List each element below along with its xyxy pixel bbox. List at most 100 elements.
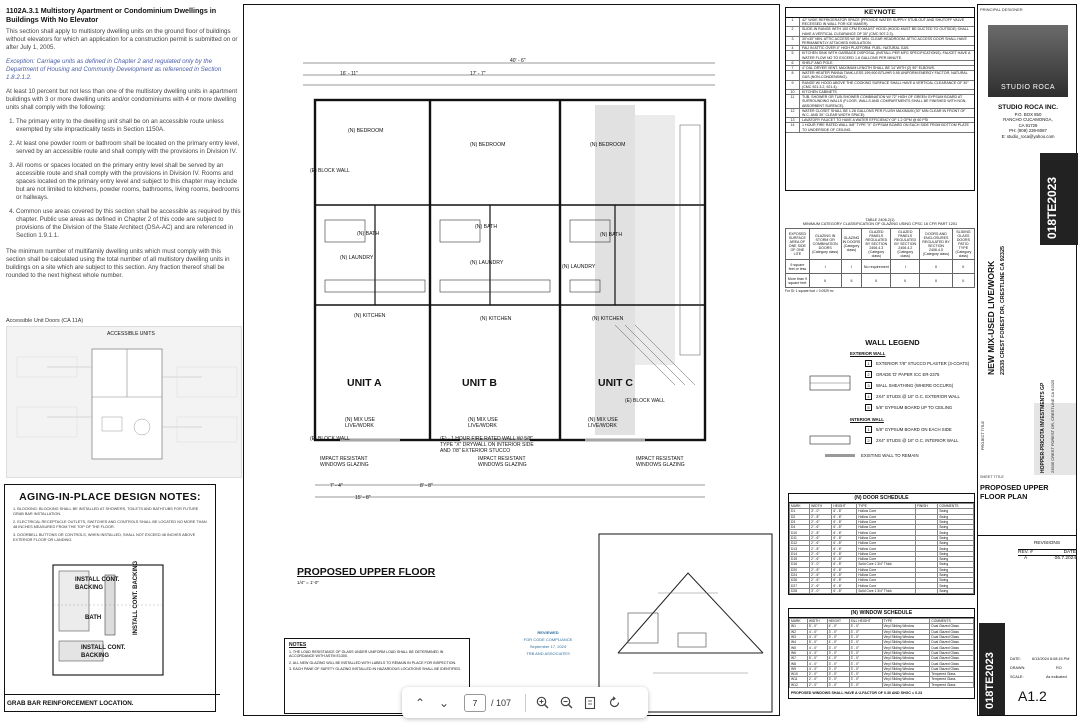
keynote-number: 2: [786, 27, 800, 36]
code-paragraph-3: The minimum number of multifamily dwelli…: [6, 248, 230, 279]
previous-page-button[interactable]: ⌃: [408, 691, 432, 715]
rotate-button[interactable]: [602, 691, 626, 715]
block-wall-label: (E) BLOCK WALL: [310, 436, 350, 442]
wall-legend-number: 4: [865, 393, 872, 400]
table-cell: I: [890, 259, 921, 274]
company-address-line: P.O. BOX 850: [1014, 111, 1042, 117]
table-cell: II: [840, 273, 863, 288]
keynote-description: WATER HEATER PANNA TANK-LESS 199,900 BTU…: [802, 71, 968, 80]
room-label-bedroom: (N) BEDROOM: [470, 142, 506, 148]
window-footnote: PROPOSED WINDOWS SHALL HAVE A U-FACTOR O…: [791, 690, 923, 695]
zoom-out-button[interactable]: [554, 691, 578, 715]
company-address-line: E: studio_roca@yahoo.com: [1001, 133, 1055, 139]
page-number-input[interactable]: [464, 693, 486, 712]
wall-legend-title: WALL LEGEND: [865, 338, 920, 347]
table-header-cell: SLIDING GLASS DOORS PATIO TYPE (Category…: [951, 228, 976, 260]
project-code-vertical: 018TE2023: [1045, 176, 1059, 239]
wall-legend-number: 3: [865, 382, 872, 389]
wall-legend-text: 2X4" STUDS @ 16" O.C. EXTERIOR WALL: [876, 394, 960, 399]
schedule-cell: 3' - 0": [848, 681, 883, 688]
fit-page-button[interactable]: [578, 691, 602, 715]
backing-label: INSTALL CONT. BACKING: [81, 645, 126, 659]
stamp-line: TRB AND ASSOCIATES: [526, 651, 570, 656]
schedule-cell: D28: [788, 587, 811, 595]
impact-glazing-label: IMPACT RESISTANT WINDOWS GLAZING: [478, 456, 527, 468]
aging-note: 1. BLOCKING: BLOCKING SHALL BE INSTALLED…: [13, 507, 199, 516]
zoom-in-button[interactable]: [530, 691, 554, 715]
company-address-line: CA 91729: [1018, 122, 1038, 128]
code-list-item: Common use areas covered by this section…: [16, 208, 242, 240]
revisions: REVISIONS REV. # DATE A 06.7.2024: [1018, 541, 1076, 561]
keynote-description: FAU IN ATTIC OVER 4" HIGH PLATFORM. FUEL…: [802, 46, 910, 51]
unit-label-c: UNIT C: [598, 377, 633, 389]
owner-name: HOPPER-PRICOTA INVESTMENTS GP: [1040, 382, 1046, 473]
keynote-description: 30"x30" MIN. ATTIC ACCESS W/ 36" MIN. CL…: [802, 36, 967, 46]
aging-title: AGING-IN-PLACE DESIGN NOTES:: [19, 491, 201, 503]
keynote-number: 14: [786, 123, 800, 132]
schedule-cell: 2' - 0": [806, 681, 828, 688]
project-title-label: PROJECT TITLE: [981, 421, 985, 450]
schedule-cell: 3' - 0": [809, 587, 833, 595]
rev-date: 06.7.2024: [1054, 556, 1076, 561]
keynote-title: KEYNOTE: [786, 8, 974, 18]
wall-legend-text: EXTERIOR 7/8" STUCCO PLASTER (3-COATS): [876, 361, 970, 366]
stamp-line: September 17, 2024: [529, 644, 567, 649]
impact-glazing-label: IMPACT RESISTANT WINDOWS GLAZING: [636, 456, 685, 468]
room-label-bath: (N) BATH: [357, 231, 380, 237]
meta-row: DATE:6/13/2024 6:08:15 PM: [1010, 655, 1076, 664]
accessible-unit-figure: Accessible Unit Doors (CA 11A) ACCESSIBL…: [6, 318, 242, 480]
rotate-icon: [609, 696, 619, 708]
project-name: NEW MIX-USED LIVE/WORK: [986, 260, 996, 375]
rev-number: A: [1024, 556, 1028, 561]
wall-legend-number: 1: [865, 426, 872, 433]
project-code-band-bottom: [979, 623, 1005, 715]
table-header-cell: GLAZING IN DOORS (Category class): [840, 228, 863, 260]
revisions-header: REV. # DATE: [1018, 549, 1076, 556]
designer-label: PRINCIPAL DESIGNER: [980, 7, 1023, 12]
company-name: STUDIO ROCA INC.: [997, 104, 1059, 111]
keynote-description: LAVATORY FAUCET TO HAVE A WATER EFFICIEN…: [802, 118, 929, 123]
table-cell: I: [840, 259, 863, 274]
sheet-meta: DATE:6/13/2024 6:08:15 PM DRAWN:RO SCALE…: [1010, 655, 1076, 682]
meta-value: As indicated: [1046, 675, 1067, 679]
keynote-description: KITCHEN SINK WITH GARBAGE DISPOSAL (INST…: [802, 51, 971, 60]
sheet-number: A1.2: [1018, 688, 1047, 704]
review-stamp: REVIEWED FOR CODE COMPLIANCE September 1…: [520, 629, 576, 657]
stamp-line: REVIEWED: [537, 630, 559, 635]
table-cell: II: [808, 273, 842, 288]
next-page-button[interactable]: ⌄: [432, 691, 456, 715]
aging-note: 2. ELECTRICAL RECEPTACLE OUTLETS, SWITCH…: [13, 520, 207, 529]
meta-row: SCALE:As indicated: [1010, 673, 1076, 682]
bath-label: BATH: [85, 615, 102, 621]
revisions-row: A 06.7.2024: [1018, 556, 1076, 561]
room-label-live-work: (N) MIX USE LIVE/WORK: [345, 417, 375, 429]
plan-scale: 1/4" = 1'-0": [297, 580, 319, 585]
keynote-description: KITCHEN CABINETS: [802, 90, 837, 95]
page-total: / 107: [491, 697, 512, 708]
schedule-cell: 3' - 0": [826, 681, 850, 688]
room-label-live-work: (N) MIX USE LIVE/WORK: [468, 417, 498, 429]
window-schedule-title: (N) WINDOW SCHEDULE: [789, 609, 974, 618]
title-block: PRINCIPAL DESIGNER STUDIO ROCA STUDIO RO…: [977, 4, 1078, 716]
meta-row: DRAWN:RO: [1010, 664, 1076, 673]
code-list-item: At least one powder room or bathroom sha…: [16, 140, 242, 156]
owner-address: 23535 CREST FOREST DR, CRESTLINE CA 9232…: [1050, 379, 1055, 473]
attic-section-detail: [598, 533, 773, 713]
code-list-item: The primary entry to the dwelling unit s…: [16, 118, 242, 134]
keynote-description: RANGE W/ HOOD ABOVE THE COOKING SURFACE …: [802, 80, 969, 89]
